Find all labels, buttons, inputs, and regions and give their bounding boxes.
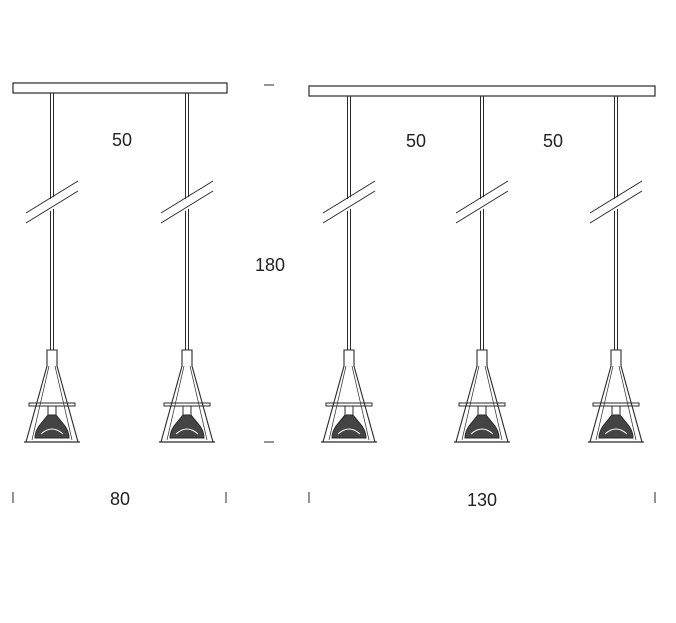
pendant-lamp <box>159 93 215 443</box>
reflector-bulb <box>169 414 205 439</box>
reflector-bulb <box>598 414 634 439</box>
pendant-lamp <box>454 96 510 443</box>
height-label: 180 <box>255 255 285 275</box>
right-canopy <box>308 85 656 97</box>
cable-break-symbol <box>160 180 214 224</box>
pendant-lamp <box>588 96 644 443</box>
cable-break-symbol <box>25 180 79 224</box>
lamp-socket <box>47 405 57 416</box>
right-spacing-label-1: 50 <box>406 131 426 151</box>
lamp-socket <box>477 405 487 416</box>
left-canopy <box>12 82 228 94</box>
left-spacing-label: 50 <box>112 130 132 150</box>
height-dimension-marks <box>264 84 274 443</box>
cable-break-symbol <box>455 180 509 224</box>
right-width-label: 130 <box>467 490 497 510</box>
lamp-socket <box>344 405 354 416</box>
reflector-bulb <box>34 414 70 439</box>
lamp-socket <box>182 405 192 416</box>
pendant-lamp <box>321 96 377 443</box>
reflector-bulb <box>464 414 500 439</box>
left-width-label: 80 <box>110 489 130 509</box>
pendant-lamps <box>24 93 644 443</box>
pendant-lamp <box>24 93 80 443</box>
width-dimension-marks <box>12 492 656 503</box>
lamp-socket <box>611 405 621 416</box>
right-spacing-label-2: 50 <box>543 131 563 151</box>
cable-break-symbol <box>322 180 376 224</box>
reflector-bulb <box>331 414 367 439</box>
cable-break-symbol <box>589 180 643 224</box>
